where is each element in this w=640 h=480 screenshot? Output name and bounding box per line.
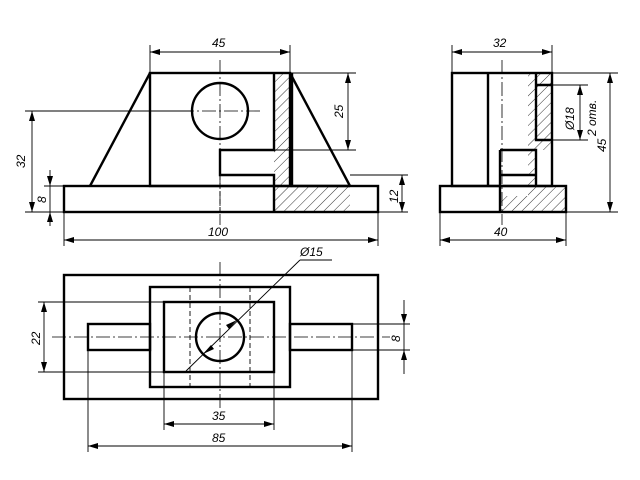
dim-front-hole-offset: 25 <box>332 104 346 119</box>
dim-front-rib-height: 12 <box>387 189 401 203</box>
dim-side-overall-height: 45 <box>595 138 609 152</box>
front-rib-left <box>88 72 152 187</box>
dim-side-hole-note: 2 отв. <box>585 100 599 137</box>
front-section-outline <box>218 73 276 212</box>
dim-side-top-width: 32 <box>493 36 507 50</box>
dim-plan-hole-diameter: Ø15 <box>299 245 323 259</box>
dim-side-hole-diameter: Ø18 <box>563 107 577 131</box>
dim-plan-slot-length: 85 <box>212 431 226 445</box>
front-section-hatch <box>274 73 350 212</box>
dim-side-overall-width: 40 <box>494 225 508 239</box>
dim-front-top-width: 45 <box>212 36 226 50</box>
side-view: 32 Ø18 2 отв. 45 40 <box>438 36 618 246</box>
dim-plan-inner-width: 35 <box>212 409 226 423</box>
side-section-hatch <box>500 73 566 212</box>
dim-front-base-thickness: 8 <box>35 196 49 203</box>
dim-plan-frame-height: 22 <box>29 331 43 346</box>
dim-front-height: 32 <box>14 154 28 168</box>
front-view: 45 25 32 8 12 100 <box>14 36 408 246</box>
dim-plan-slot-width: 8 <box>389 335 403 342</box>
dim-front-overall-width: 100 <box>208 225 228 239</box>
front-rib-right <box>288 72 352 187</box>
front-section-step <box>290 73 350 188</box>
plan-view: Ø15 22 8 35 85 <box>29 245 410 452</box>
